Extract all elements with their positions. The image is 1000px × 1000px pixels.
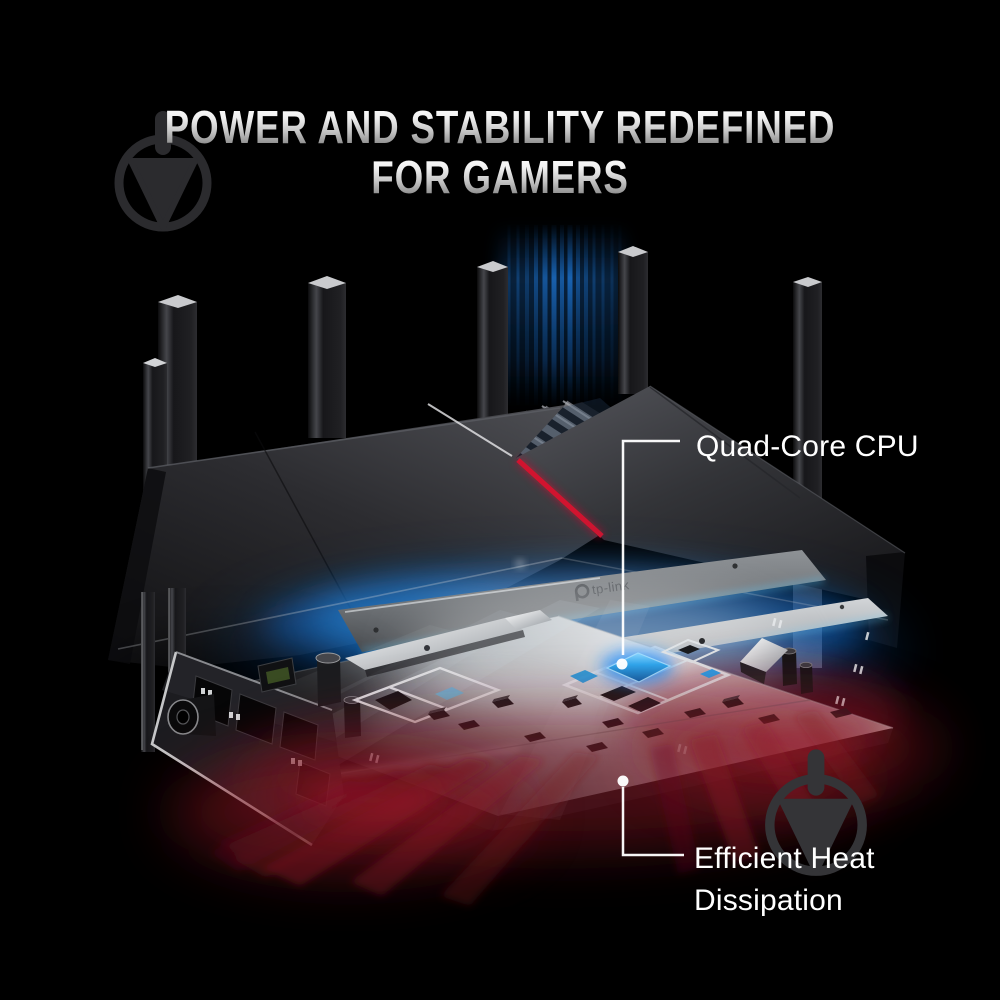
heat-callout-label: Efficient Heat Dissipation xyxy=(694,838,875,922)
small-shield-ne xyxy=(660,638,721,664)
power-jack xyxy=(167,694,216,736)
cpu-callout-dot xyxy=(616,658,628,670)
cpu-shield xyxy=(561,645,732,715)
cpu-chip xyxy=(605,652,672,683)
cover-seam-highlight xyxy=(427,403,513,457)
cpu-callout-label: Quad-Core CPU xyxy=(696,430,919,463)
capacitor-cylinders xyxy=(315,647,813,738)
cpu-callout-line xyxy=(621,439,680,655)
antenna-mid-right xyxy=(618,246,648,394)
antenna-mid-left xyxy=(308,276,346,438)
callout-lines xyxy=(616,439,684,857)
headline-line-2: FOR GAMERS xyxy=(100,152,900,202)
red-heat-glow xyxy=(170,692,942,906)
heat-callout-line-1: Efficient Heat xyxy=(694,842,875,875)
headline-line-1: POWER AND STABILITY REDEFINED xyxy=(100,102,900,152)
left-shield xyxy=(351,666,502,724)
cover-left-side-face xyxy=(108,468,166,664)
pcb-large-components xyxy=(257,638,813,738)
white-bracket-plate xyxy=(345,610,552,677)
bright-metal-bracket xyxy=(740,638,788,684)
heat-callout-dot xyxy=(617,775,629,787)
watermark-pin-icon-bottom-right xyxy=(765,749,867,876)
heat-callout-line-2: Dissipation xyxy=(694,884,843,917)
watermark-pin-icon-top-left xyxy=(114,111,212,232)
heat-callout-line xyxy=(621,787,684,857)
blue-light-rays xyxy=(498,225,626,406)
usb-connector xyxy=(257,657,297,693)
emi-shields xyxy=(351,638,732,724)
headline: POWER AND STABILITY REDEFINED FOR GAMERS xyxy=(100,102,900,202)
cover-right-wedge xyxy=(516,386,905,600)
red-accent-stripe xyxy=(514,456,606,540)
